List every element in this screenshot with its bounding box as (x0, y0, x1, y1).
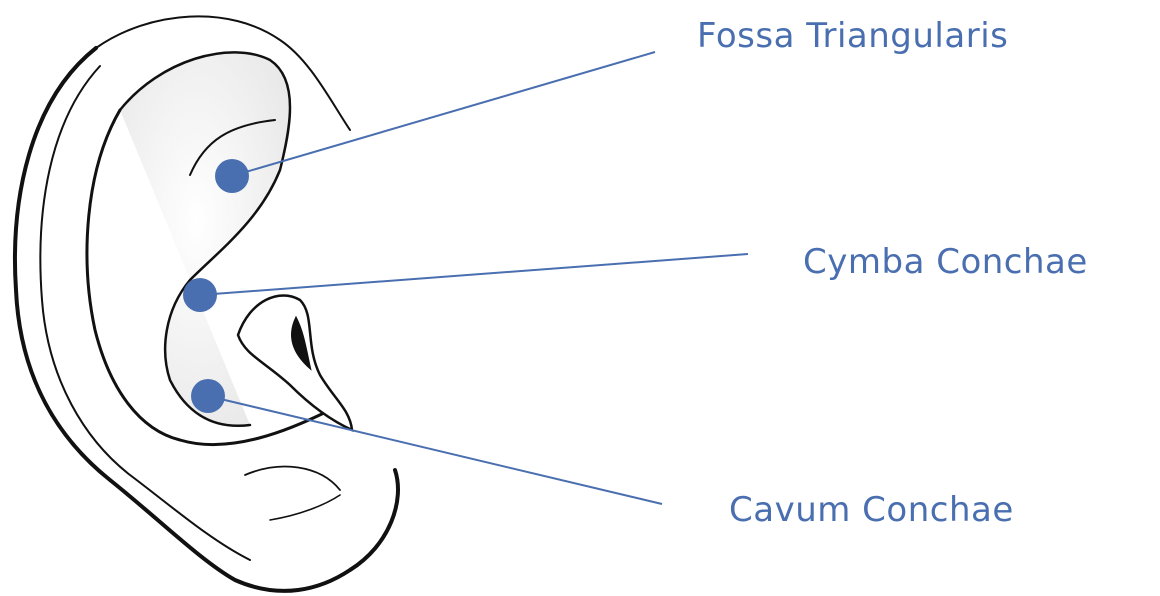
marker-cymba-conchae (183, 278, 217, 312)
label-fossa-triangularis: Fossa Triangularis (697, 19, 1008, 53)
ear-antihelix (120, 52, 290, 425)
leader-line-cavum (208, 396, 662, 504)
label-cymba-conchae: Cymba Conchae (803, 245, 1088, 279)
marker-cavum-conchae (191, 379, 225, 413)
leader-line-fossa (232, 52, 655, 176)
ear-lobe-crease-2 (270, 495, 340, 520)
label-cavum-conchae: Cavum Conchae (729, 493, 1014, 527)
ear-lobe-crease-1 (245, 467, 340, 490)
leader-line-cymba (200, 254, 748, 295)
ear-tragus (238, 295, 352, 430)
marker-fossa-triangularis (215, 159, 249, 193)
